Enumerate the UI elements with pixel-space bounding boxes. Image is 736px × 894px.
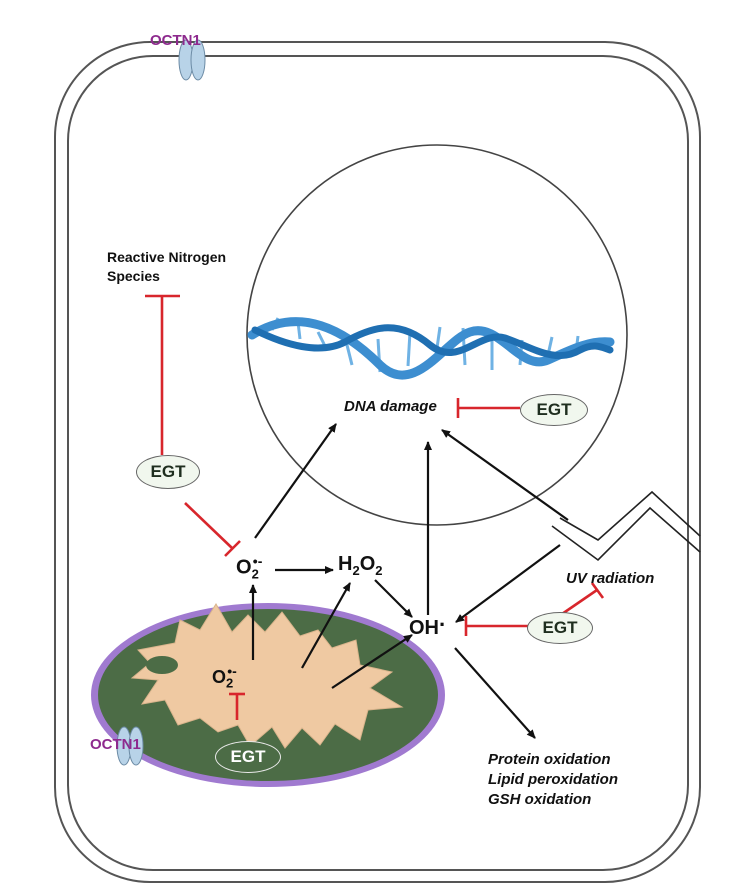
superoxide-charge: •- — [253, 553, 263, 569]
uv-radiation-icon — [552, 492, 700, 560]
rns-label: Reactive Nitrogen Species — [107, 248, 226, 286]
outcomes-list: Protein oxidation Lipid peroxidation GSH… — [488, 750, 618, 810]
arrow-uv-to-dna — [442, 430, 568, 520]
radical-dot: · — [439, 612, 446, 637]
arrow-oh-to-outcomes — [455, 648, 535, 738]
h2o2-h: H — [338, 553, 352, 575]
octn1-top-label: OCTN1 — [150, 32, 201, 49]
h2o2-sub2: 2 — [375, 563, 382, 578]
rns-label-line1: Reactive Nitrogen — [107, 248, 226, 267]
inhibit-egt-superoxide — [185, 503, 232, 548]
egt-node-rns: EGT — [136, 455, 200, 489]
arrow-uv-to-oh — [456, 545, 560, 622]
outcome-lipid-peroxidation: Lipid peroxidation — [488, 770, 618, 790]
mito-superoxide-charge: •- — [227, 663, 237, 679]
dna-damage-label: DNA damage — [344, 398, 437, 415]
mito-superoxide-label: O2•- — [212, 663, 243, 691]
mito-superoxide-o: O — [212, 667, 226, 687]
inhibit-egt-uv — [562, 590, 597, 614]
h2o2-sub1: 2 — [352, 563, 359, 578]
oh-radical-label: OH· — [409, 614, 446, 640]
egt-node-dna: EGT — [520, 394, 588, 426]
octn1-bottom-label: OCTN1 — [90, 736, 141, 753]
h2o2-o: O — [360, 553, 376, 575]
uv-radiation-label: UV radiation — [566, 570, 654, 587]
rns-label-line2: Species — [107, 267, 226, 286]
egt-node-uv: EGT — [527, 612, 593, 644]
superoxide-label: O2•- — [236, 553, 268, 582]
arrow-h2o2-to-oh — [375, 580, 412, 617]
h2o2-label: H2O2 — [338, 553, 382, 578]
superoxide-o: O — [236, 557, 252, 579]
outcome-gsh-oxidation: GSH oxidation — [488, 790, 618, 810]
outcome-protein-oxidation: Protein oxidation — [488, 750, 618, 770]
oh-text: OH — [409, 617, 439, 639]
egt-node-mito: EGT — [215, 741, 281, 773]
dna-helix-icon — [252, 318, 610, 375]
arrow-superoxide-to-dna — [255, 424, 336, 538]
